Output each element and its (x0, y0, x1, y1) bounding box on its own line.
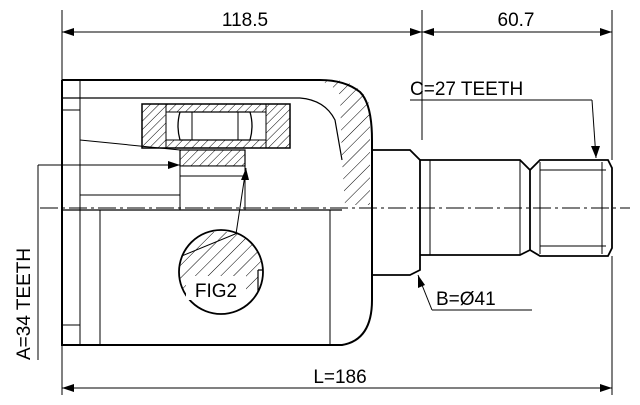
dimension-overall: L=186 (61, 256, 613, 395)
spline-c-label: C=27 TEETH (410, 79, 523, 100)
spline-a-annotation: A=34 TEETH (14, 161, 180, 360)
diameter-b-annotation: B=Ø41 (417, 274, 532, 311)
dimension-overall-label: L=186 (313, 367, 366, 388)
spline-a-label: A=34 TEETH (14, 248, 35, 360)
dimension-60-7: 60.7 (422, 10, 613, 160)
tripod-bearing (141, 103, 291, 177)
stub-shaft (372, 149, 613, 276)
diameter-b-label: B=Ø41 (436, 289, 496, 310)
spline-c-annotation: C=27 TEETH (410, 79, 600, 159)
dimension-60-7-label: 60.7 (498, 10, 535, 31)
dimension-118-5-label: 118.5 (222, 10, 268, 31)
fig2-detail: FIG2 (178, 167, 264, 315)
fig2-label: FIG2 (195, 281, 237, 302)
